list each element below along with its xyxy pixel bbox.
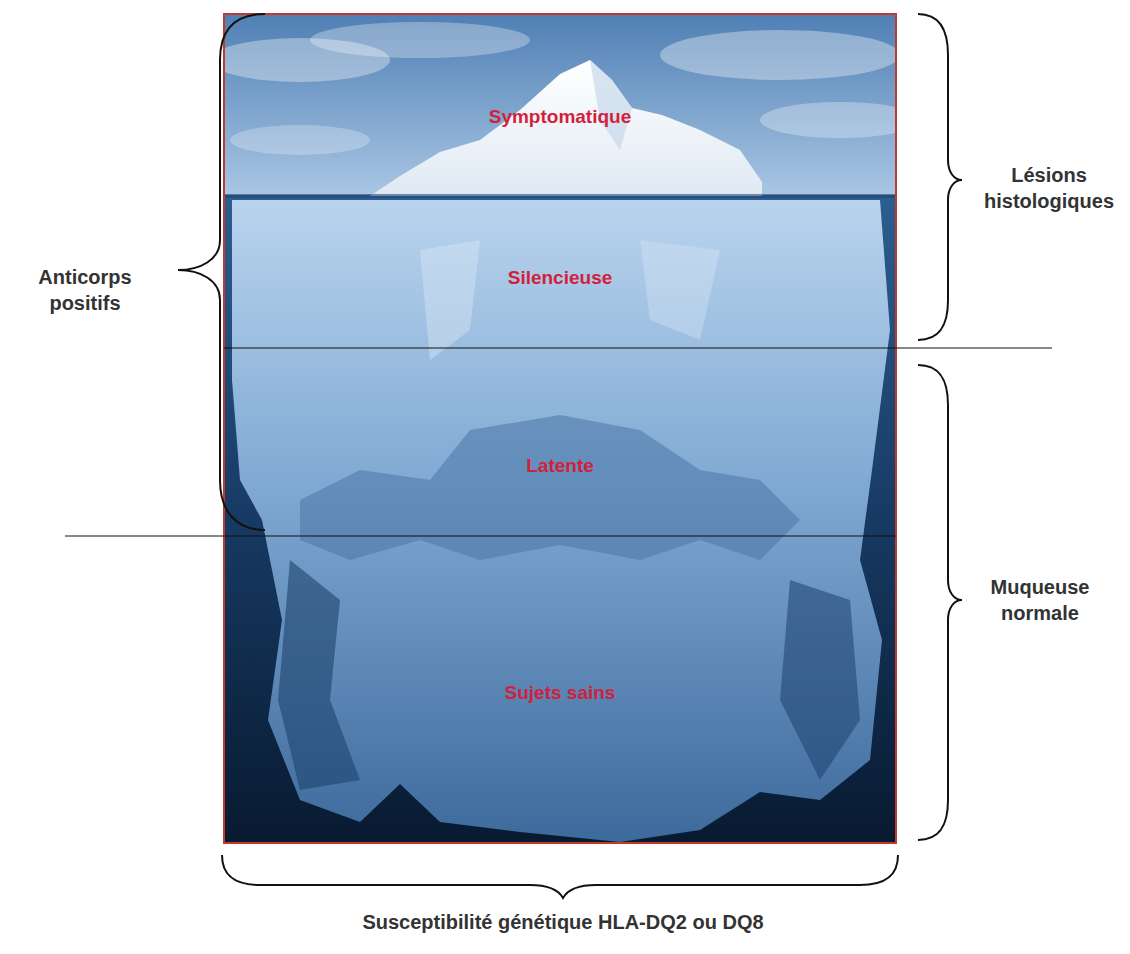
axis-label: Susceptibilité génétique HLA-DQ2 ou DQ8: [263, 909, 863, 935]
brace: [222, 855, 898, 898]
brace: [918, 365, 962, 840]
bracket-label: Lésions histologiques: [974, 162, 1124, 214]
brace: [918, 14, 962, 340]
brace: [178, 14, 265, 530]
zone-label: Silencieuse: [508, 266, 613, 291]
bracket-label: Muqueuse normale: [975, 574, 1105, 626]
iceberg-photo: [224, 14, 896, 843]
bracket-label: Anticorps positifs: [15, 264, 155, 316]
zone-label: Symptomatique: [489, 105, 632, 130]
zone-label: Sujets sains: [505, 681, 616, 706]
divider-line: [65, 536, 896, 537]
divider-line: [224, 348, 1052, 349]
zone-label: Latente: [526, 454, 594, 479]
photo-frame: [224, 14, 896, 843]
